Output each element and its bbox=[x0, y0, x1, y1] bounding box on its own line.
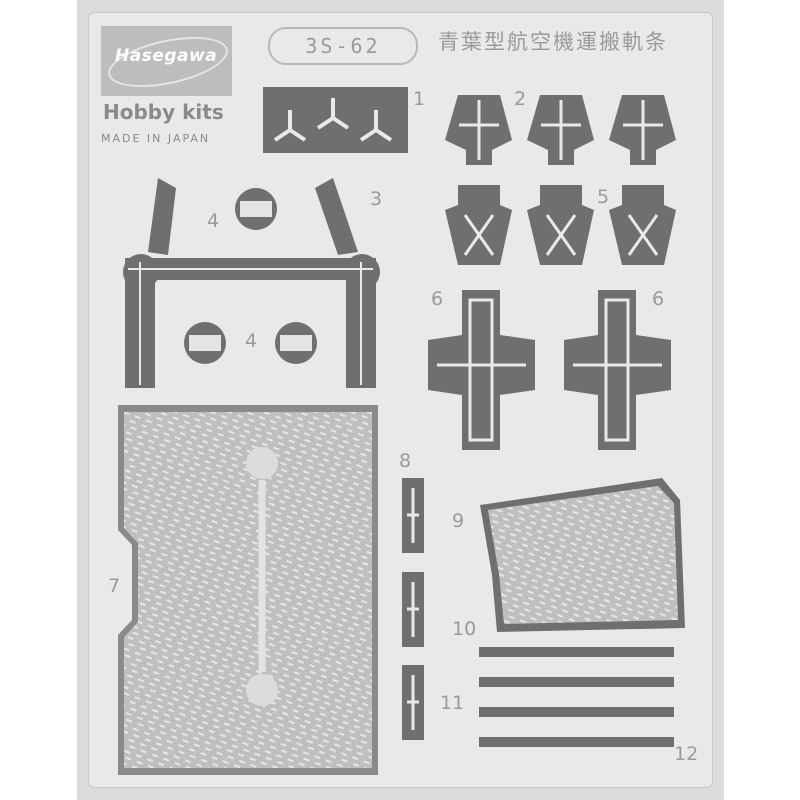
part-label-6b: 6 bbox=[652, 288, 665, 310]
part-7-deck-plate bbox=[118, 405, 378, 775]
part-label-8: 8 bbox=[399, 450, 412, 472]
part-2-cradle-detail bbox=[459, 100, 663, 160]
part-label-1: 1 bbox=[413, 88, 426, 110]
part-5-brackets bbox=[445, 185, 676, 265]
part-8-clip-detail bbox=[407, 488, 419, 730]
sheet-code: 3S-62 bbox=[268, 27, 418, 65]
part-6-trolley-detail bbox=[437, 298, 662, 442]
part-label-2: 2 bbox=[514, 88, 527, 110]
part-1-propeller-strip bbox=[263, 87, 408, 153]
part-6-trolleys bbox=[428, 290, 671, 450]
part-2-cradles bbox=[445, 95, 676, 165]
part-label-12: 12 bbox=[674, 743, 699, 765]
brand-origin: MADE IN JAPAN bbox=[101, 132, 211, 145]
part-label-11: 11 bbox=[440, 692, 465, 714]
part-label-6a: 6 bbox=[431, 288, 444, 310]
part-3-frame-lines bbox=[128, 262, 373, 385]
part-4-rings bbox=[184, 188, 317, 364]
part-label-9: 9 bbox=[452, 510, 465, 532]
part-label-10: 10 bbox=[452, 618, 477, 640]
part-9-ramp-plate bbox=[480, 478, 685, 632]
brand-logo: Hasegawa bbox=[101, 26, 233, 97]
part-12-rails bbox=[479, 647, 674, 747]
brand-tagline: Hobby kits bbox=[103, 100, 224, 124]
brand-name: Hasegawa bbox=[115, 46, 218, 66]
part-5-bracket-detail bbox=[463, 214, 659, 256]
part-label-4a: 4 bbox=[207, 210, 220, 232]
part-label-7: 7 bbox=[108, 575, 121, 597]
sheet-title: 青葉型航空機運搬軌条 bbox=[438, 30, 668, 54]
part-label-3: 3 bbox=[370, 188, 383, 210]
part-label-4b: 4 bbox=[245, 330, 258, 352]
part-label-5: 5 bbox=[597, 186, 610, 208]
